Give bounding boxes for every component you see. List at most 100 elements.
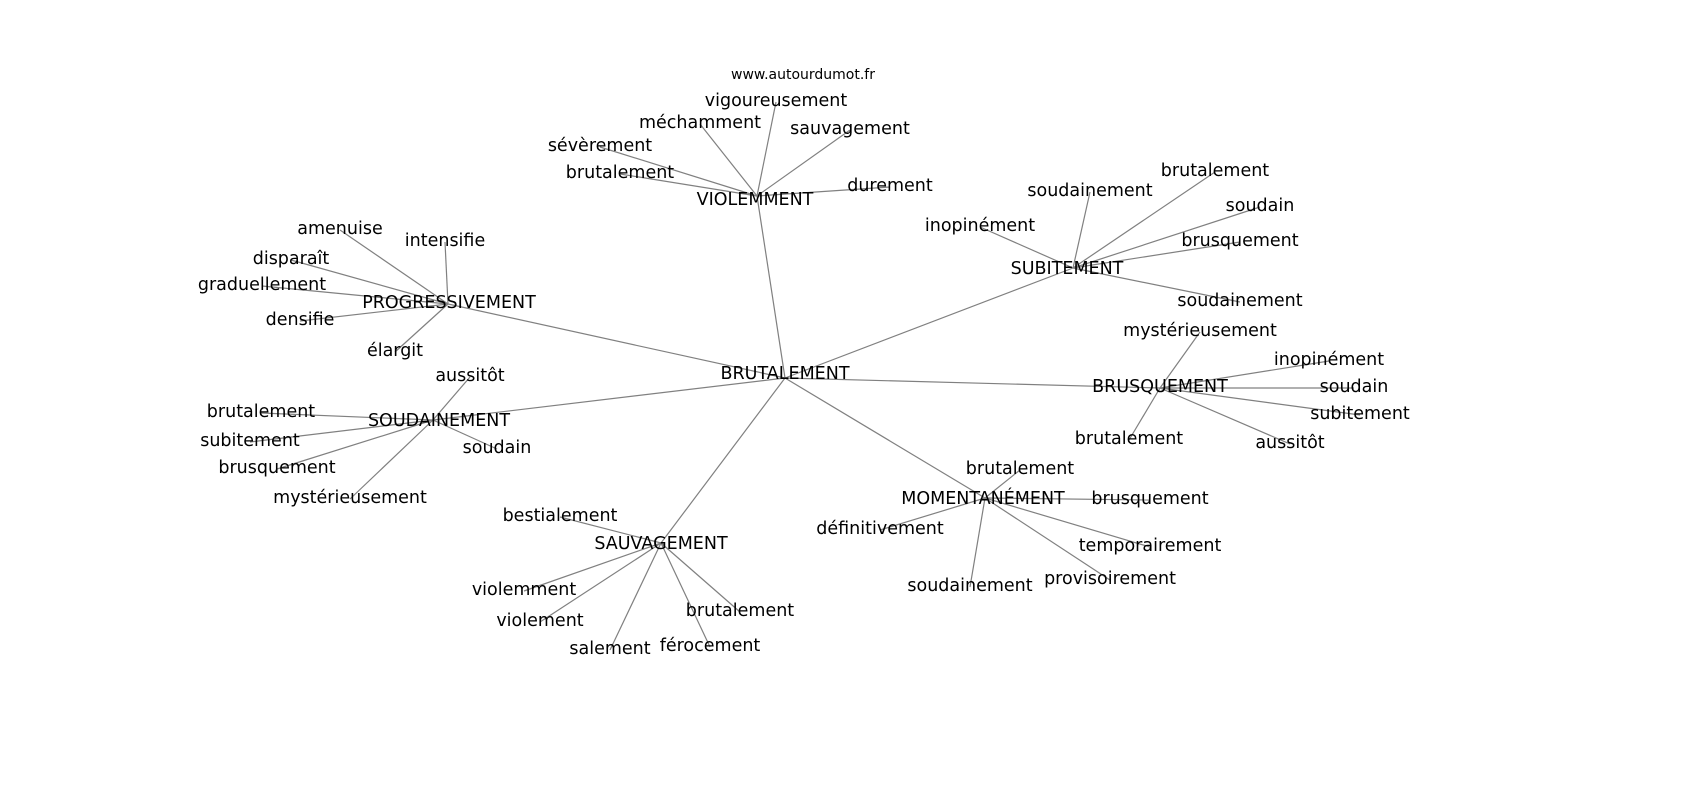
node-leaf[interactable]: méchamment	[639, 113, 761, 133]
node-leaf[interactable]: inopinément	[925, 216, 1035, 236]
node-leaf[interactable]: soudainement	[1177, 291, 1302, 311]
node-leaf[interactable]: subitement	[1310, 404, 1410, 424]
edge-subi-s5	[1072, 241, 1241, 269]
node-leaf[interactable]: brusquement	[1181, 231, 1298, 251]
node-leaf[interactable]: élargit	[367, 341, 423, 361]
edge-viol-v6	[756, 186, 891, 197]
node-leaf[interactable]: aussitôt	[1255, 433, 1324, 453]
node-leaf[interactable]: brutalement	[566, 163, 675, 183]
node-leaf[interactable]: soudain	[1320, 377, 1389, 397]
node-leaf[interactable]: mystérieusement	[1123, 321, 1277, 341]
edge-viol-v3	[756, 101, 777, 197]
node-leaf[interactable]: brutalement	[966, 459, 1075, 479]
edge-sauv-a5	[660, 542, 711, 648]
node-leaf[interactable]: brutalement	[1075, 429, 1184, 449]
node-hub-prog[interactable]: PROGRESSIVEMENT	[362, 293, 536, 313]
node-leaf[interactable]: définitivement	[816, 519, 944, 539]
edge-soud-d4	[276, 419, 434, 470]
edge-hub-soud	[432, 377, 786, 421]
edge-sauv-a1	[559, 516, 662, 544]
edge-hub-mome	[784, 377, 986, 499]
edge-hub-prog	[447, 303, 786, 379]
edge-viol-v2	[699, 123, 758, 197]
node-leaf[interactable]: durement	[847, 176, 933, 196]
node-leaf[interactable]: sauvagement	[790, 119, 910, 139]
edge-brus-b1	[1159, 331, 1201, 389]
edge-mome-m4	[969, 497, 986, 588]
node-leaf[interactable]: brusquement	[1091, 489, 1208, 509]
node-leaf[interactable]: brutalement	[686, 601, 795, 621]
node-hub-brus[interactable]: BRUSQUEMENT	[1092, 377, 1228, 397]
edge-prog-p5	[299, 303, 449, 322]
node-hub-viol[interactable]: VIOLEMMENT	[697, 190, 814, 210]
node-leaf[interactable]: soudainement	[1027, 181, 1152, 201]
node-leaf[interactable]: soudain	[463, 438, 532, 458]
node-leaf[interactable]: vigoureusement	[705, 91, 848, 111]
node-leaf[interactable]: subitement	[200, 431, 300, 451]
edge-subi-s6	[1072, 267, 1241, 303]
edge-subi-s2	[1072, 191, 1091, 269]
node-leaf[interactable]: violement	[496, 611, 583, 631]
edges-layer	[249, 101, 1361, 651]
edge-brus-b2	[1159, 360, 1330, 389]
edge-soud-d3	[249, 419, 434, 443]
edge-soud-d5	[349, 419, 434, 500]
edge-hub-sauv	[660, 377, 786, 544]
node-leaf[interactable]: brutalement	[1161, 161, 1270, 181]
edge-subi-s4	[1072, 206, 1261, 269]
labels-layer: BRUTALEMENT VIOLEMMENT sévèrement méchammen…	[198, 91, 1410, 659]
node-leaf[interactable]: soudainement	[907, 576, 1032, 596]
edge-brus-b4	[1159, 387, 1361, 416]
node-leaf[interactable]: temporairement	[1079, 536, 1222, 556]
edge-subi-s1	[979, 226, 1074, 269]
edge-hub-viol	[756, 195, 786, 379]
node-leaf[interactable]: aussitôt	[435, 366, 504, 386]
edge-viol-v5	[619, 173, 758, 197]
node-hub-soud[interactable]: SOUDAINEMENT	[368, 411, 510, 431]
site-title: www.autourdumot.fr	[731, 67, 875, 83]
node-leaf[interactable]: provisoirement	[1044, 569, 1176, 589]
edge-mome-m3	[879, 497, 986, 531]
node-hub-hub[interactable]: BRUTALEMENT	[720, 364, 849, 384]
edge-soud-d2	[260, 412, 434, 421]
edge-mome-m6	[984, 497, 1151, 548]
node-hub-subi[interactable]: SUBITEMENT	[1011, 259, 1124, 279]
node-leaf[interactable]: bestialement	[503, 506, 618, 526]
node-leaf[interactable]: soudain	[1226, 196, 1295, 216]
node-leaf[interactable]: disparaît	[253, 249, 330, 269]
edge-subi-s3	[1072, 171, 1216, 269]
edge-brus-b6	[1128, 387, 1161, 441]
edge-soud-d1	[432, 376, 471, 421]
edge-prog-p1	[339, 229, 449, 305]
edge-brus-b5	[1159, 387, 1291, 445]
node-leaf[interactable]: amenuise	[297, 219, 382, 239]
edge-mome-m2	[984, 497, 1151, 501]
node-leaf[interactable]: brusquement	[218, 458, 335, 478]
edge-prog-p4	[261, 285, 449, 305]
edge-mome-m1	[984, 469, 1021, 499]
node-leaf[interactable]: sévèrement	[548, 136, 652, 156]
edge-hub-subi	[784, 267, 1074, 379]
edge-prog-p3	[290, 259, 449, 305]
node-leaf[interactable]: brutalement	[207, 402, 316, 422]
node-leaf[interactable]: densifie	[266, 310, 335, 330]
node-leaf[interactable]: salement	[569, 639, 650, 659]
edge-viol-v4	[756, 129, 851, 197]
edge-viol-v1	[599, 146, 758, 197]
node-hub-sauv[interactable]: SAUVAGEMENT	[594, 534, 728, 554]
node-leaf[interactable]: intensifie	[405, 231, 485, 251]
edge-mome-m5	[984, 497, 1111, 581]
node-leaf[interactable]: graduellement	[198, 275, 326, 295]
node-leaf[interactable]: inopinément	[1274, 350, 1384, 370]
edge-prog-p2	[444, 241, 449, 305]
node-leaf[interactable]: mystérieusement	[273, 488, 427, 508]
edge-sauv-a6	[660, 542, 741, 613]
edge-sauv-a4	[609, 542, 662, 651]
edge-sauv-a3	[539, 542, 662, 623]
node-leaf[interactable]: violemment	[472, 580, 577, 600]
node-hub-mome[interactable]: MOMENTANÉMENT	[901, 487, 1065, 509]
edge-soud-d6	[432, 419, 498, 450]
node-leaf[interactable]: férocement	[660, 636, 761, 656]
edge-sauv-a2	[523, 542, 662, 592]
